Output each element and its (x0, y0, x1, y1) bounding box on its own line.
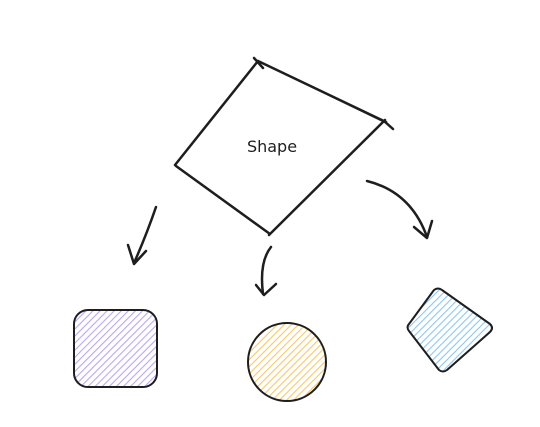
rounded-square-fill (74, 310, 157, 387)
root-shape-node[interactable]: Shape (173, 56, 395, 237)
arrow-left-head (126, 243, 148, 266)
arrow-right-head (412, 219, 434, 240)
arrow-center-head (254, 282, 278, 297)
child-diamond[interactable] (406, 287, 493, 373)
arrow-right-shaft (365, 179, 429, 239)
circle-outline (247, 322, 327, 402)
rounded-square-outline (73, 309, 158, 388)
arrow-left-shaft (132, 205, 158, 265)
arrow-center-shaft (260, 245, 273, 296)
diamond-outline (406, 287, 493, 373)
child-circle[interactable] (247, 322, 327, 402)
root-shape-label: Shape (247, 137, 297, 156)
connector-right[interactable] (365, 179, 434, 240)
diamond-fill (407, 288, 492, 372)
circle-fill (248, 323, 326, 401)
child-rounded-square[interactable] (73, 309, 158, 388)
root-shape-outline-accent (255, 59, 389, 125)
connector-left[interactable] (126, 205, 158, 266)
connector-center[interactable] (254, 245, 278, 297)
